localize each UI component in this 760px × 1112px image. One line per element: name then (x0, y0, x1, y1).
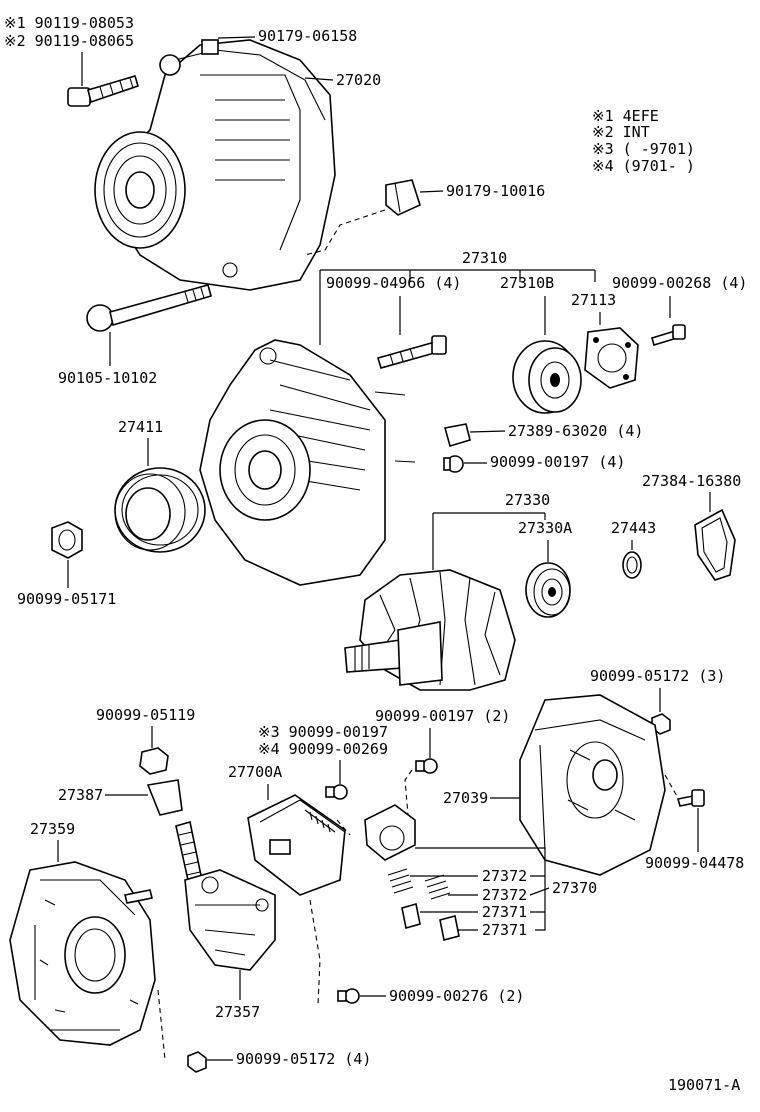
nut-90099-05119 (139, 747, 169, 775)
note-4: ※4 (9701- ) (592, 157, 695, 175)
alternator-assembly (94, 39, 336, 291)
callout-90099-04966: 90099-04966 (4) (326, 274, 461, 292)
callout-27310: 27310 (462, 249, 507, 267)
brush-27371-b (439, 915, 460, 941)
bearing-27310B (512, 340, 582, 414)
callout-27384-16380: 27384-16380 (642, 472, 741, 490)
callout-27330A: 27330A (518, 519, 572, 537)
nut-90099-00197-2 (415, 758, 438, 774)
callout-90099-00197-2: 90099-00197 (2) (375, 707, 510, 725)
callout-27443: 27443 (611, 519, 656, 537)
callout-90099-05119: 90099-05119 (96, 706, 195, 724)
callout-90099-05172-3: 90099-05172 (3) (590, 667, 725, 685)
callout-27370: 27370 (552, 879, 597, 897)
callout-27700A: 27700A (228, 763, 282, 781)
pulley-27411 (114, 467, 206, 553)
callout-90099-00197-4: 90099-00197 (4) (490, 453, 625, 471)
callout-n3-90099-00197: ※3 90099-00197 (258, 723, 388, 741)
regulator-27700A (247, 794, 346, 896)
callout-90179-10016: 90179-10016 (446, 182, 545, 200)
callout-27371-a: 27371 (482, 903, 527, 921)
screw-90099-00268 (651, 324, 686, 347)
callout-27359: 27359 (30, 820, 75, 838)
callout-27113: 27113 (571, 291, 616, 309)
callout-27020: 27020 (336, 71, 381, 89)
bearing-27330A (525, 562, 571, 618)
note-1: ※1 4EFE (592, 107, 659, 125)
cover-27443 (622, 551, 642, 579)
end-frame-27359 (9, 861, 156, 1046)
note-2: ※2 INT (592, 123, 650, 141)
screw-90099-00197-00269 (325, 784, 348, 800)
screw-90099-00276 (337, 988, 360, 1004)
callout-27330: 27330 (505, 491, 550, 509)
nut-90179-10016 (385, 179, 421, 216)
callout-90099-05172-4: 90099-05172 (4) (236, 1050, 371, 1068)
bolt-90119 (67, 75, 139, 107)
callout-27310B: 27310B (500, 274, 554, 292)
drive-end-frame (199, 339, 416, 586)
diagram-id: 190071-A (668, 1076, 740, 1094)
brush-holder-27370 (364, 804, 416, 861)
callout-27372-b: 27372 (482, 886, 527, 904)
callout-27039: 27039 (443, 789, 488, 807)
callout-27371-b: 27371 (482, 921, 527, 939)
callout-n4-90099-00269: ※4 90099-00269 (258, 740, 388, 758)
callout-27389-63020: 27389-63020 (4) (508, 422, 643, 440)
stud-bolt-90099-04966 (376, 335, 447, 369)
gasket-27384-16380 (694, 508, 736, 581)
retainer-27113 (584, 327, 639, 389)
callout-27357: 27357 (215, 1003, 260, 1021)
callout-90099-00268: 90099-00268 (4) (612, 274, 747, 292)
rear-cover-27039 (519, 694, 666, 876)
callout-90099-05171: 90099-05171 (17, 590, 116, 608)
callout-90105-10102: 90105-10102 (58, 369, 157, 387)
callout-90099-04478: 90099-04478 (645, 854, 744, 872)
callout-bolt-alt2: ※2 90119-08065 (4, 32, 134, 50)
spring-27372-b (424, 874, 451, 900)
rotor (344, 569, 516, 691)
brush-27371-a (401, 902, 421, 930)
notes-legend: ※1 4EFE ※2 INT ※3 ( -9701) ※4 (9701- ) (592, 107, 695, 175)
note-3: ※3 ( -9701) (592, 140, 695, 158)
callout-90179-06158: 90179-06158 (258, 27, 357, 45)
bolt-90105-10102 (86, 284, 212, 332)
insulator-27389-63020 (443, 423, 471, 448)
spring-27372-a (387, 868, 414, 894)
screw-90099-04478 (676, 789, 705, 807)
nut-90099-00197-4 (443, 455, 464, 473)
callout-27411: 27411 (118, 418, 163, 436)
callout-90099-00276: 90099-00276 (2) (389, 987, 524, 1005)
callout-27387: 27387 (58, 786, 103, 804)
rectifier-27357 (184, 869, 276, 971)
callout-27372-a: 27372 (482, 867, 527, 885)
nut-90099-05171 (51, 521, 83, 559)
callout-bolt-alt1: ※1 90119-08053 (4, 14, 134, 32)
nut-90099-05172-4 (187, 1051, 207, 1073)
